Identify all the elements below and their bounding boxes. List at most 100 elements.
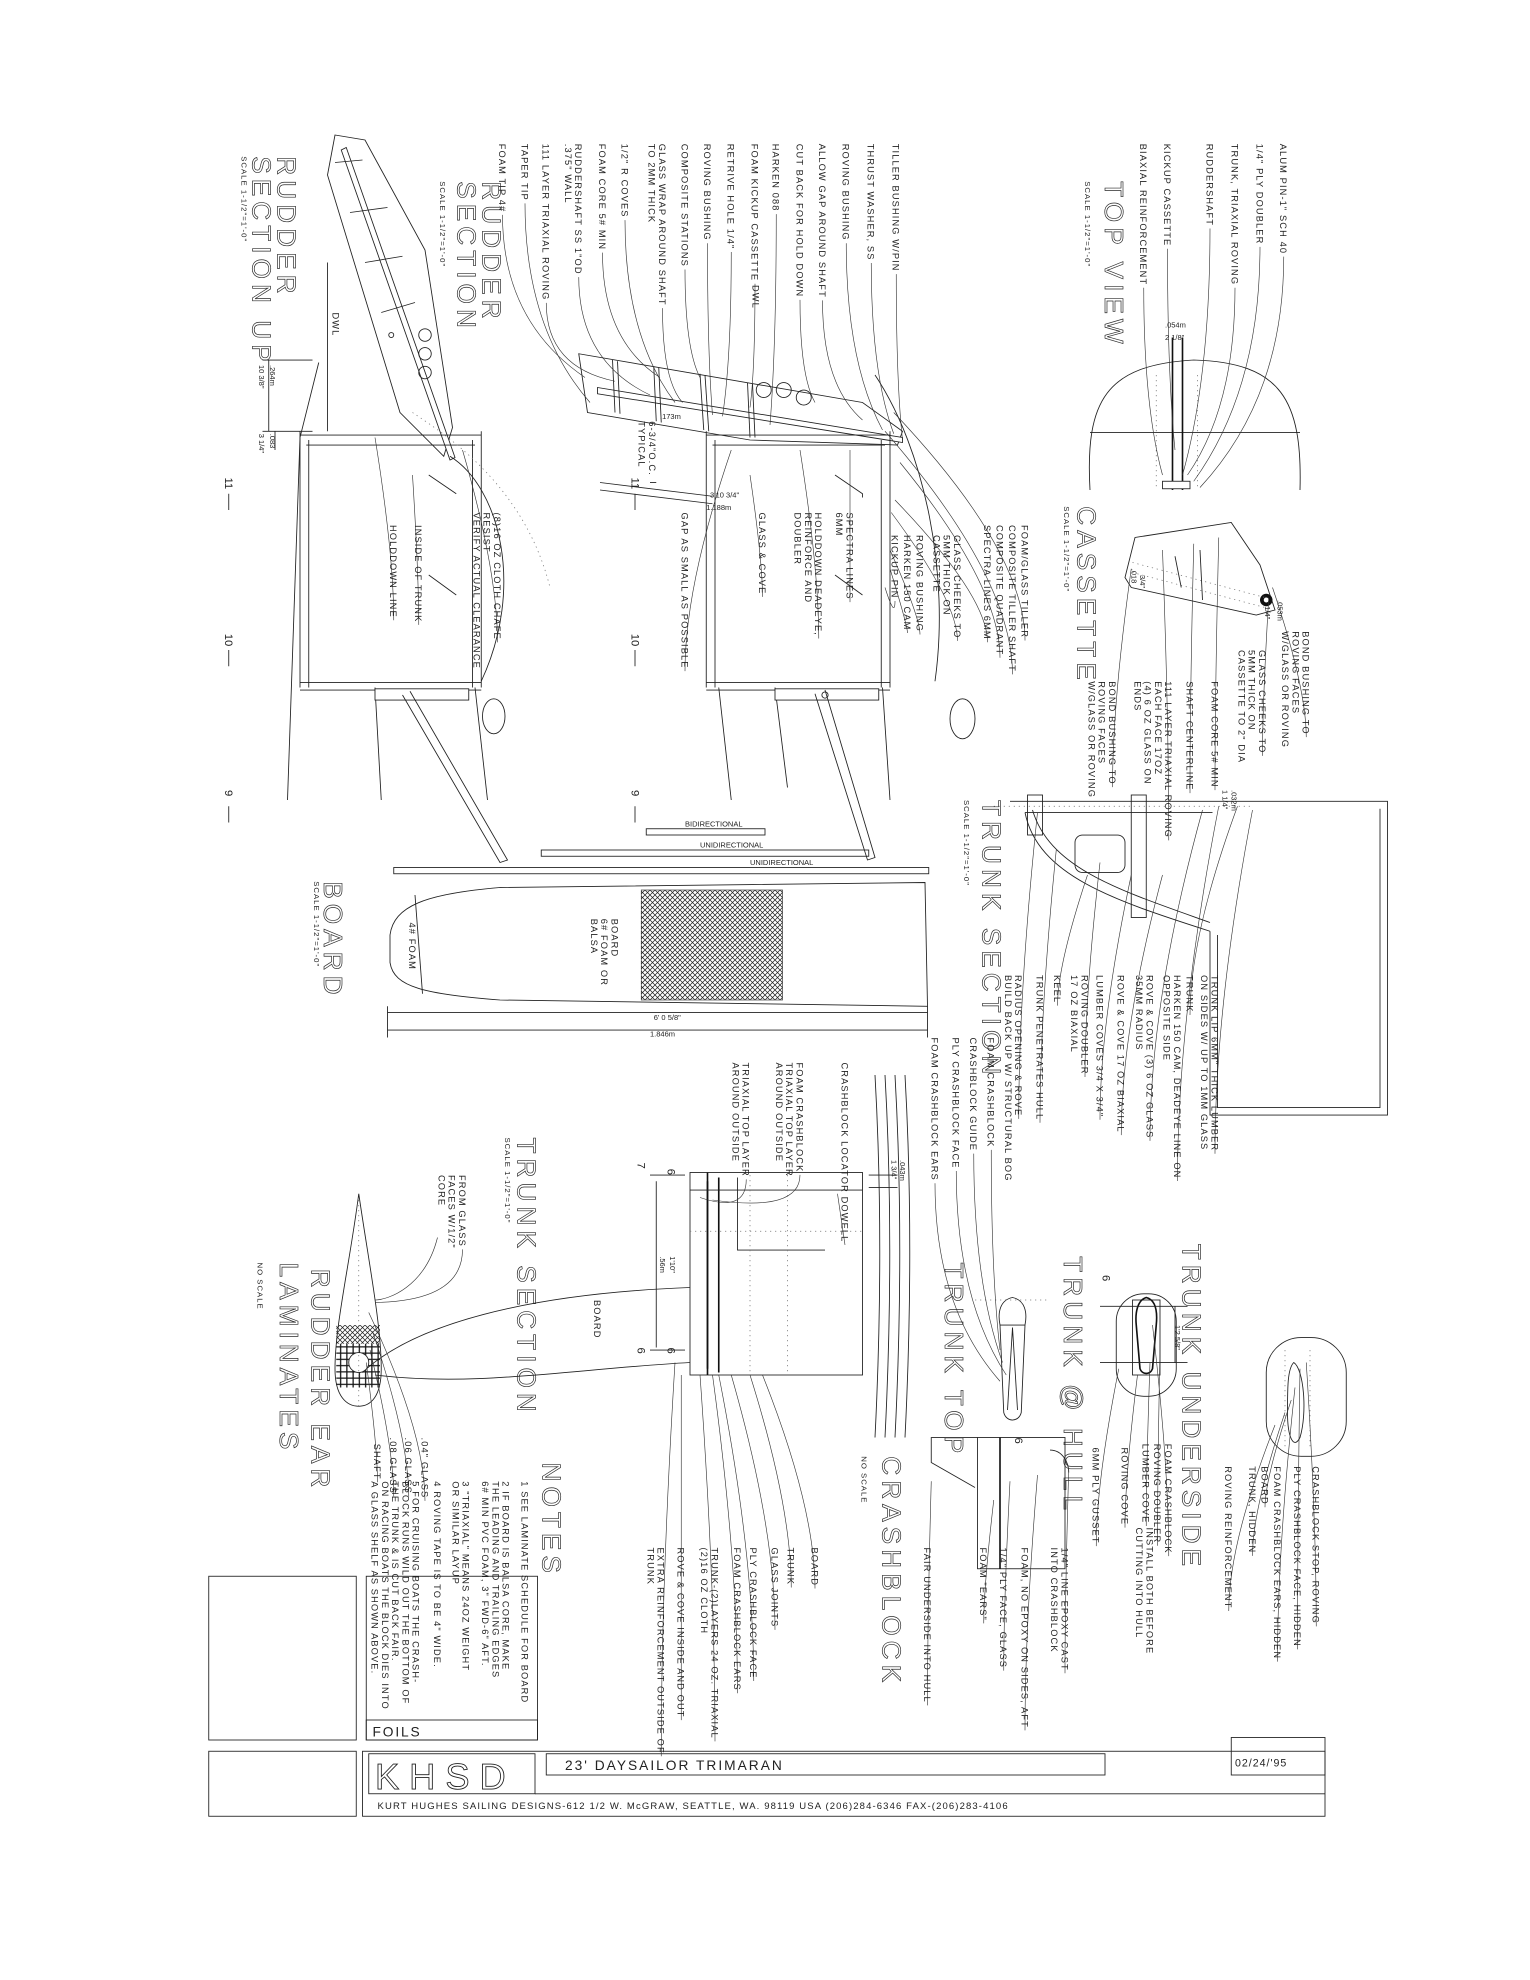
callout-line: ROVING FACES — [1290, 631, 1300, 714]
callout-line: THE LEADING AND TRAILING EDGES — [490, 1481, 500, 1678]
rudder-ear-callout: SHAFT — [372, 1444, 382, 1480]
rudder-ear-callout: FROM GLASSFACES W/1/2"CORE — [436, 1175, 467, 1249]
leader-line — [462, 449, 498, 643]
rudder-section-callout: FOAM KICKUP CASSETTE — [749, 144, 759, 281]
callout-line: 1 SEE LAMINATE SCHEDULE FOR BOARD — [519, 1481, 529, 1703]
callout-line: BALSA — [589, 919, 599, 954]
cassette-callout: GLASS CHEEKS TO5MM THICK ONCASSETTE TO 2… — [1236, 650, 1267, 763]
trunk-hull-callout: ROVING COVE — [1119, 1448, 1129, 1526]
cassette-callout: BOND BUSHING TOROVING FACESW/GLASS OR RO… — [1086, 681, 1117, 798]
title-block-text: FOILS KHSD 23' DAYSAILOR TRIMARAN 02/24/… — [373, 1724, 1287, 1812]
leader-line — [1167, 248, 1176, 451]
leader-line — [707, 243, 713, 416]
trunk-section-lower-callout: PLY CRASHBLOCK FACE — [748, 1548, 758, 1679]
rudder-section-right-callout: SPECTRA LINES 6MM — [982, 525, 992, 640]
unidirectional-layer — [393, 867, 930, 875]
crashblock-callout: FOAM, NO EPOXY ON SIDES, AFT — [1019, 1548, 1029, 1728]
callout-line: COMPOSITE TILLER SHAFT — [1007, 525, 1017, 672]
callout-line: TRUNK, HIDDEN — [1247, 1466, 1257, 1553]
callout-line: 6-3/4"O.C. — [647, 421, 657, 476]
trunk-section-lower-callout: TRUNK — [786, 1548, 796, 1586]
callout-line: CUT BACK FOR HOLD DOWN — [794, 144, 804, 298]
view-title: SECTION — [452, 181, 482, 333]
callout-line: TRUNK — [645, 1548, 655, 1586]
callout-line: TRUNK, TRIAXIAL ROVING — [1229, 144, 1239, 285]
callout-line: BOARD — [1259, 1466, 1269, 1505]
view-scale: SCALE 1-1/2"=1'-0" — [438, 181, 447, 267]
rudder-section-callout: 111 LAYER TRIAXIAL ROVING — [541, 144, 551, 301]
leader-line — [762, 1374, 816, 1589]
callout-line: RADIUS OPENING & ROVE — [1013, 975, 1023, 1116]
leader-line — [893, 412, 1026, 641]
callout-line: TO 2MM THICK — [647, 144, 657, 223]
leader-line — [374, 437, 395, 621]
trunk-hull-callout: INSTALL BOTH BEFORECUTTING INTO HULL — [1134, 1528, 1154, 1655]
rudder-section-callout: THRUST WASHER, SS — [866, 144, 876, 261]
leader-line — [884, 587, 896, 608]
callout-line: EACH FACE 17OZ — [1153, 681, 1163, 775]
dimension-text: .054m — [1165, 321, 1186, 330]
leader-line — [1152, 1324, 1170, 1557]
callout-line: .08 GLASS — [388, 1438, 398, 1494]
designer-address: KURT HUGHES SAILING DESIGNS-612 1/2 W. M… — [378, 1801, 1009, 1812]
callout-line: AROUND OUTSIDE — [774, 1063, 784, 1163]
dimension-text: .173m — [660, 412, 681, 421]
view-title: LAMINATES — [274, 1263, 304, 1455]
callout-line: ALLOW GAP AROUND SHAFT — [817, 144, 827, 298]
trunk-section-lower-callout: TRUNK-(2)LAYERS 24 OZ. TRIAXIAL(2)16 OZ … — [699, 1548, 719, 1739]
station-number: 6 — [635, 1348, 647, 1354]
rudder-section-right-callout: COMPOSITE TILLER SHAFT — [1007, 525, 1017, 672]
station-number: 6 — [665, 1169, 677, 1175]
trunk-hull-callout: 6MM PLY GUSSET — [1091, 1448, 1101, 1544]
callout-line: FOAM CRASHBLOCK EARS, HIDDEN — [1272, 1466, 1282, 1659]
top-view-callout: BIAXIAL REINFORCEMENT — [1138, 144, 1148, 286]
rudder-ear-callout: .08 GLASS — [388, 1438, 398, 1494]
board-callout: 4# FOAM — [407, 923, 417, 970]
view-title: SECTION UP — [247, 156, 277, 366]
view-title: CRASHBLOCK — [877, 1456, 907, 1687]
callout-line: ON RACING BOATS THE BLOCK DIES INTO — [380, 1481, 390, 1710]
trunk-section-callout: RADIUS OPENING & ROVEBUILD BACK UP W/ ST… — [1003, 975, 1023, 1182]
leader-line — [983, 1499, 995, 1624]
callout-line: .04" GLASS — [419, 1438, 429, 1499]
callout-line: 5MM THICK ON — [942, 535, 952, 616]
callout-line: CRASHBLOCK STOP, ROVING — [1311, 1466, 1321, 1624]
leader-line — [889, 568, 908, 633]
callout-line: COMPOSITE STATIONS — [679, 144, 689, 267]
trunk-section-callout: TRUNK LIP 6MM" THICK LUMBERON SIDES W/ U… — [1199, 975, 1219, 1151]
callout-line: ROVING BUSHING — [914, 535, 924, 632]
station-number: 11 — [222, 478, 234, 490]
notes-callout: 5 FOR CRUISING BOATS THE CRASH-BLOCK RUN… — [370, 1481, 421, 1710]
callout-line: 3 "TRIAXIAL" MEANS 24OZ WEIGHT — [461, 1481, 471, 1671]
callout-line: BOARD — [609, 919, 619, 958]
view-title: BOARD — [318, 881, 348, 999]
callout-line: GAP AS SMALL AS POSSIBLE — [679, 513, 689, 669]
dimension-text: 1.188m — [706, 503, 731, 512]
trunk-top-drawing — [975, 1297, 1050, 1421]
leader-line — [1277, 1387, 1296, 1662]
trunk-section-callout: LUMBER COVES 3/4 X 3/4" — [1094, 975, 1104, 1117]
leader-line — [502, 214, 586, 378]
leader-line — [1228, 1424, 1276, 1612]
callout-line: CASSETTE TO 2" DIA — [1236, 650, 1246, 763]
callout-line: PLY CRASHBLOCK FACE, HIDDEN — [1292, 1466, 1302, 1647]
view-title: RUDDER — [272, 156, 302, 298]
leader-line — [699, 1374, 716, 1742]
hatched-reinforcement — [640, 889, 783, 1001]
callout-line: GLASS CHEEKS TO — [1257, 650, 1267, 753]
trunk-underside-drawing — [1265, 1337, 1347, 1457]
leader-line — [368, 1312, 426, 1501]
dimension-text: 6' 0 5/8" — [654, 1013, 681, 1022]
station-number: 6 — [1012, 1438, 1024, 1444]
callout-line: ROVING DOUBLER — [1152, 1444, 1162, 1544]
callout-line: 6# FOAM OR — [599, 919, 609, 986]
callout-line: KEEL — [1052, 975, 1062, 1003]
rudder-ear-callout: .06 GLASS — [403, 1438, 413, 1494]
leader-line — [1189, 543, 1195, 794]
rudder-section-callout: ROVING BUSHING — [841, 144, 851, 241]
callout-line: PLY CRASHBLOCK FACE — [951, 1038, 961, 1169]
callout-line: REINFORCE AND — [803, 513, 813, 604]
leader-line — [769, 214, 777, 426]
